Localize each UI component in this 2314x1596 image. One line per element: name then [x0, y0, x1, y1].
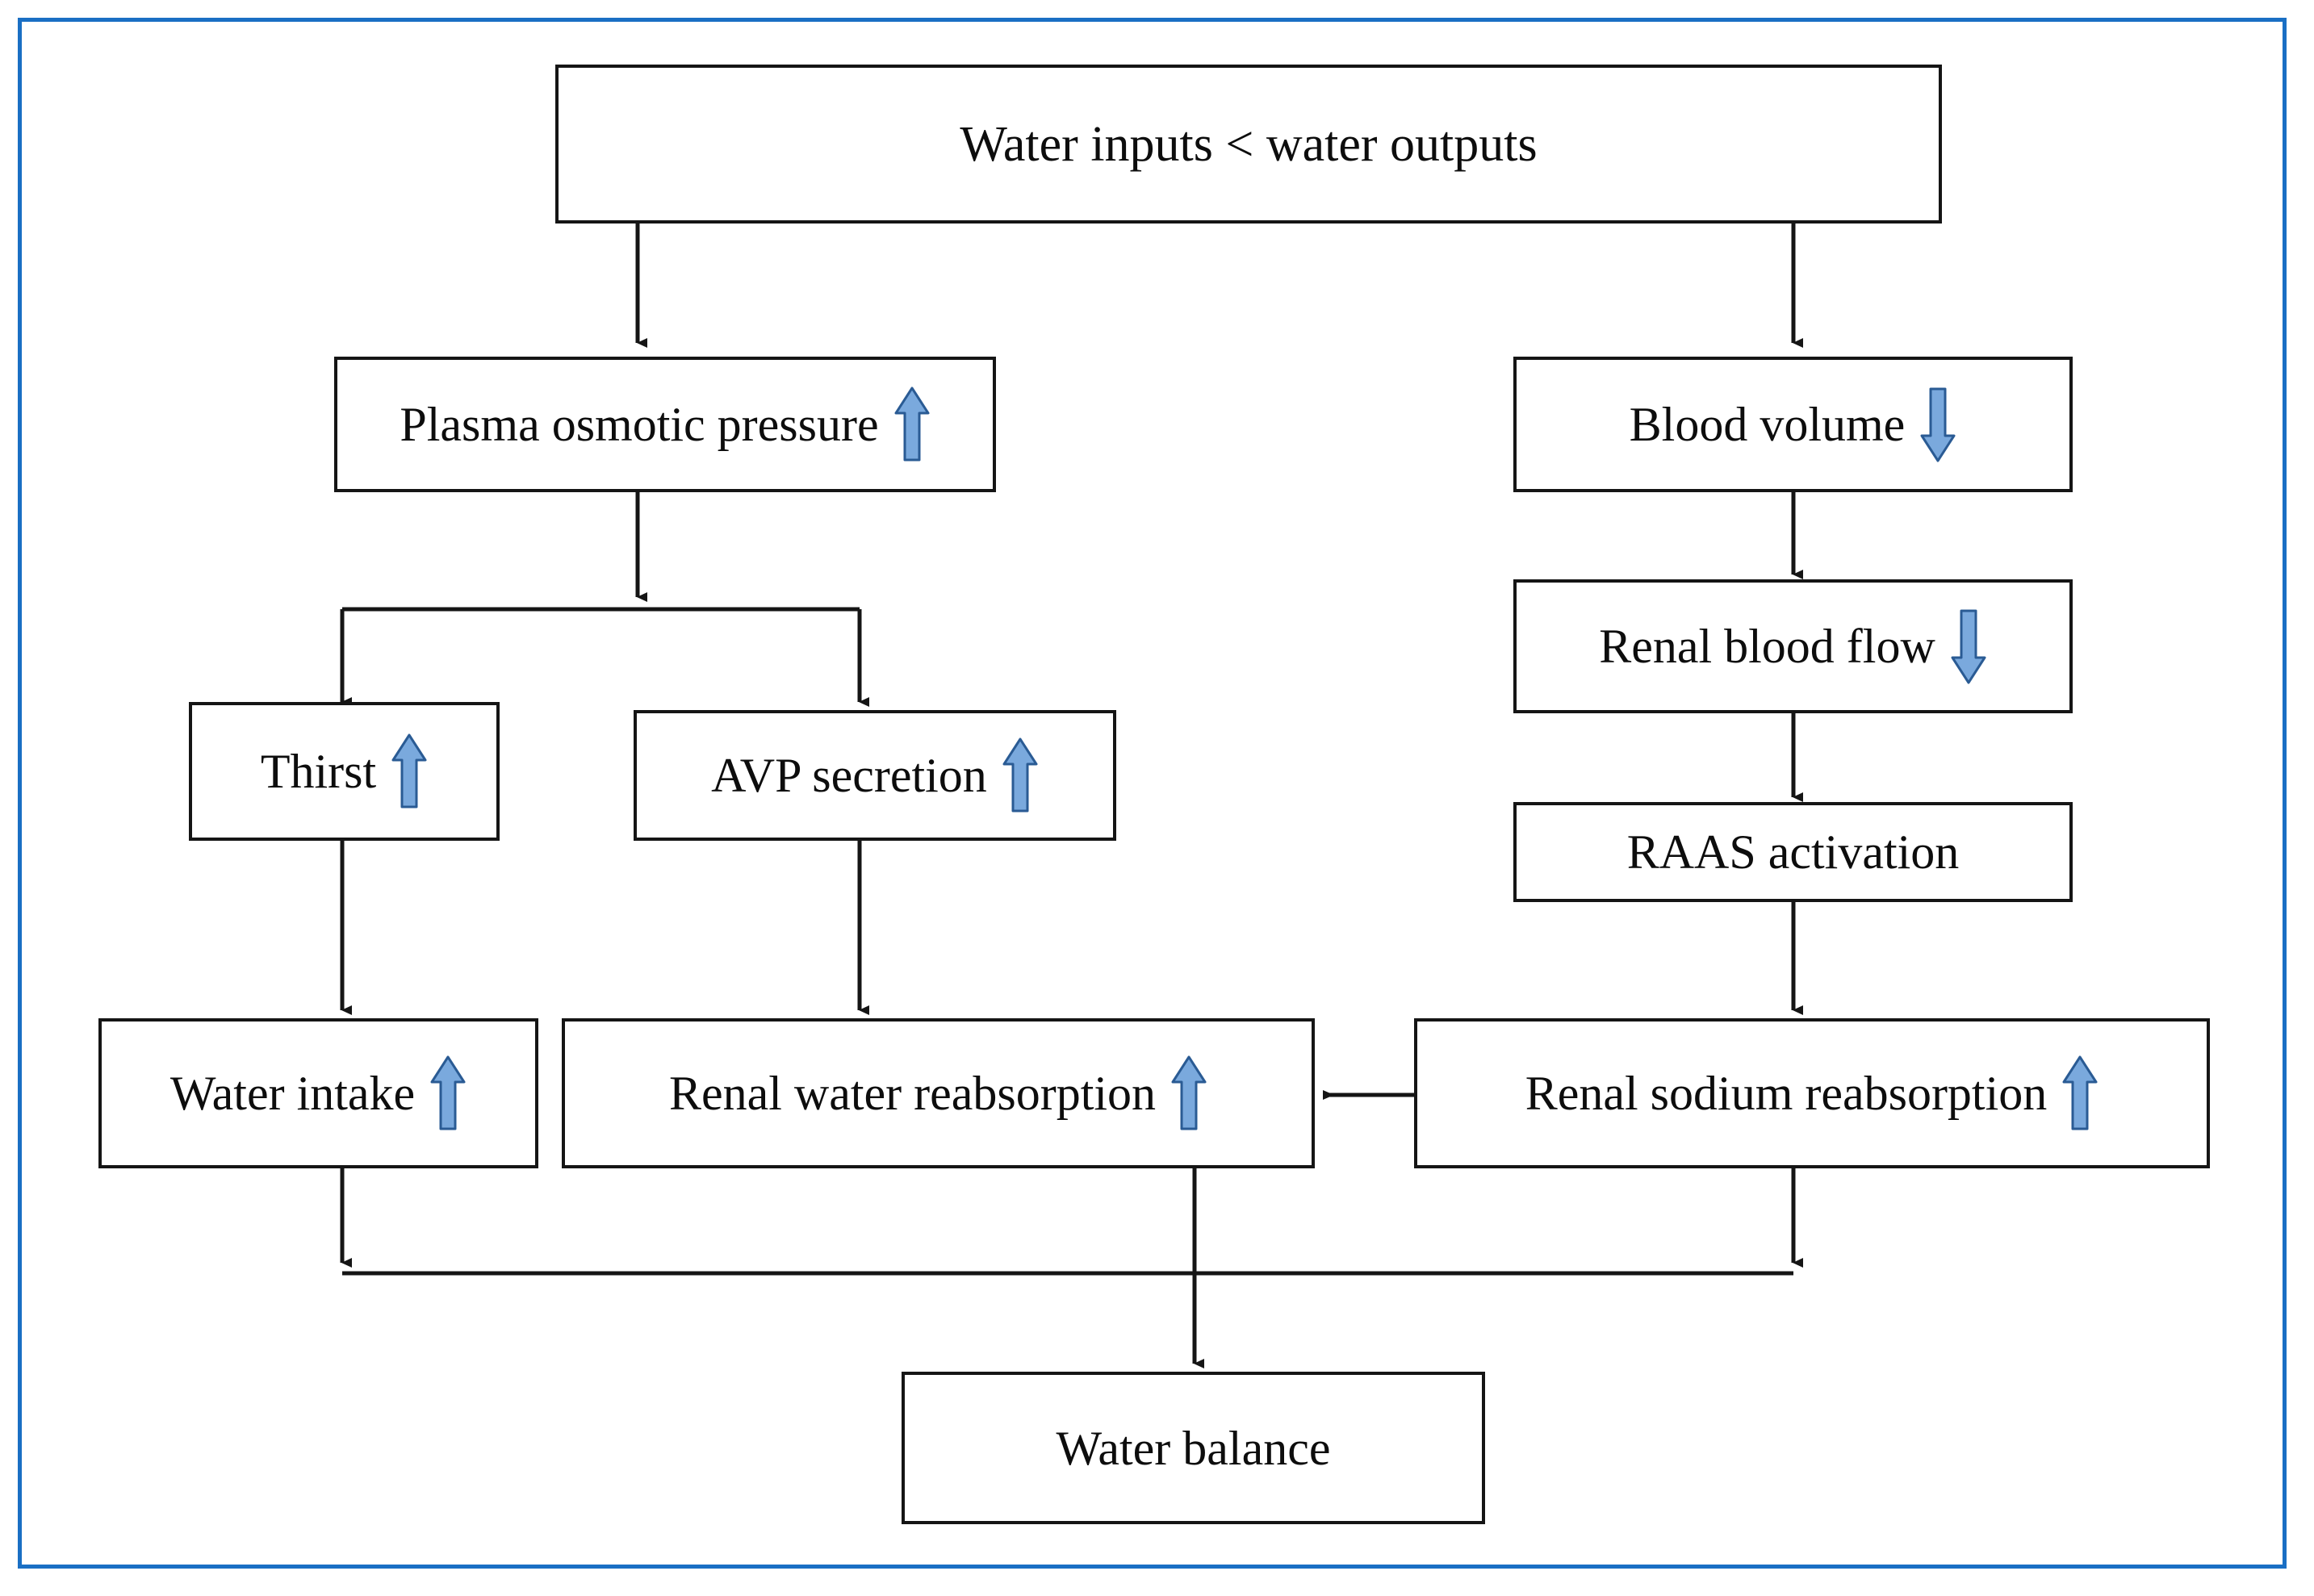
node-water-intake[interactable]: Water intake [98, 1018, 538, 1168]
arrow-up-icon [2061, 1055, 2099, 1132]
node-label: Renal blood flow [1599, 620, 1935, 673]
node-label: Water intake [169, 1067, 416, 1120]
arrow-down-icon [1950, 608, 1987, 685]
node-renal-sodium-reabsorption[interactable]: Renal sodium reabsorption [1414, 1018, 2210, 1168]
arrow-up-icon [429, 1055, 467, 1132]
arrow-up-icon [391, 733, 428, 810]
node-label: Renal sodium reabsorption [1525, 1067, 2048, 1120]
node-renal-blood-flow[interactable]: Renal blood flow [1513, 579, 2073, 713]
arrow-up-icon [1002, 737, 1039, 814]
node-renal-water-reabsorption[interactable]: Renal water reabsorption [562, 1018, 1315, 1168]
node-blood-volume[interactable]: Blood volume [1513, 357, 2073, 492]
node-plasma-osmotic-pressure[interactable]: Plasma osmotic pressure [334, 357, 996, 492]
node-label: Blood volume [1629, 398, 1906, 451]
node-water-inputs-outputs[interactable]: Water inputs < water outputs [555, 65, 1942, 224]
arrow-up-icon [893, 386, 931, 463]
node-label: Water balance [1056, 1421, 1331, 1475]
node-label: Plasma osmotic pressure [400, 398, 879, 451]
arrow-down-icon [1919, 386, 1956, 463]
node-label: RAAS activation [1626, 825, 1960, 879]
node-water-balance[interactable]: Water balance [902, 1372, 1485, 1524]
node-label: Water inputs < water outputs [960, 116, 1538, 172]
node-raas-activation[interactable]: RAAS activation [1513, 802, 2073, 902]
node-label: AVP secretion [711, 749, 987, 802]
node-thirst[interactable]: Thirst [189, 702, 500, 841]
connector-group [340, 224, 1803, 1368]
node-label: Thirst [260, 745, 377, 798]
node-label: Renal water reabsorption [668, 1067, 1157, 1120]
arrow-up-icon [1170, 1055, 1207, 1132]
node-avp-secretion[interactable]: AVP secretion [634, 710, 1116, 841]
